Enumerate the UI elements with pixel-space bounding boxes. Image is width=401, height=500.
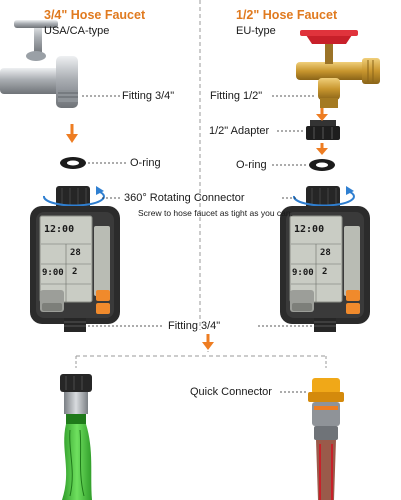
rotating-connector-left	[42, 186, 105, 210]
right-subtitle: EU-type	[236, 25, 276, 37]
timer-right-how-often: 2	[322, 267, 328, 277]
left-fitting-label: Fitting 3/4"	[122, 90, 175, 102]
timer-right-run-time: 28	[320, 248, 331, 258]
left-heading: 3/4" Hose Faucet	[44, 8, 146, 22]
plus-button	[346, 290, 360, 301]
plus-button	[96, 290, 110, 301]
right-adapter-label: 1/2" Adapter	[209, 125, 270, 137]
rotate-arrow-icon	[292, 191, 355, 207]
water-timer-left	[30, 206, 120, 332]
outlet-fitting-label: Fitting 3/4"	[168, 320, 221, 332]
connector-label: 360° Rotating Connector	[124, 192, 245, 204]
arrow-left-top	[66, 124, 78, 143]
green-expandable-hose	[60, 374, 92, 500]
timer-left-run-time: 28	[70, 248, 81, 258]
minus-button	[346, 303, 360, 314]
connector-note: Screw to hose faucet as tight as you can…	[138, 208, 293, 218]
right-heading: 1/2" Hose Faucet	[236, 8, 338, 22]
right-fitting-label: Fitting 1/2"	[210, 90, 263, 102]
arrow-down-center	[202, 334, 214, 350]
quick-connector-hose	[308, 378, 344, 500]
left-oring-label: O-ring	[130, 157, 161, 169]
o-ring-right	[309, 159, 335, 171]
timer-left-how-often: 2	[72, 267, 78, 277]
adapter-nut	[306, 120, 340, 140]
chrome-faucet-left	[0, 20, 78, 108]
timer-right-clock: 12:00	[294, 224, 325, 235]
timer-left-clock: 12:00	[44, 224, 75, 235]
quick-connector-label: Quick Connector	[190, 386, 272, 398]
arrow-right-mid	[316, 143, 328, 155]
timer-left-start-time: 9:00	[42, 268, 64, 278]
brass-faucet-right	[296, 30, 380, 108]
o-ring-left	[60, 157, 86, 169]
rotate-arrow-icon	[42, 191, 105, 207]
timer-right-start-time: 9:00	[292, 268, 314, 278]
arrow-right-top	[316, 108, 328, 121]
water-timer-right	[280, 206, 370, 332]
left-subtitle: USA/CA-type	[44, 25, 110, 37]
minus-button	[96, 303, 110, 314]
right-oring-label: O-ring	[236, 159, 267, 171]
rotating-connector-right	[292, 186, 355, 210]
